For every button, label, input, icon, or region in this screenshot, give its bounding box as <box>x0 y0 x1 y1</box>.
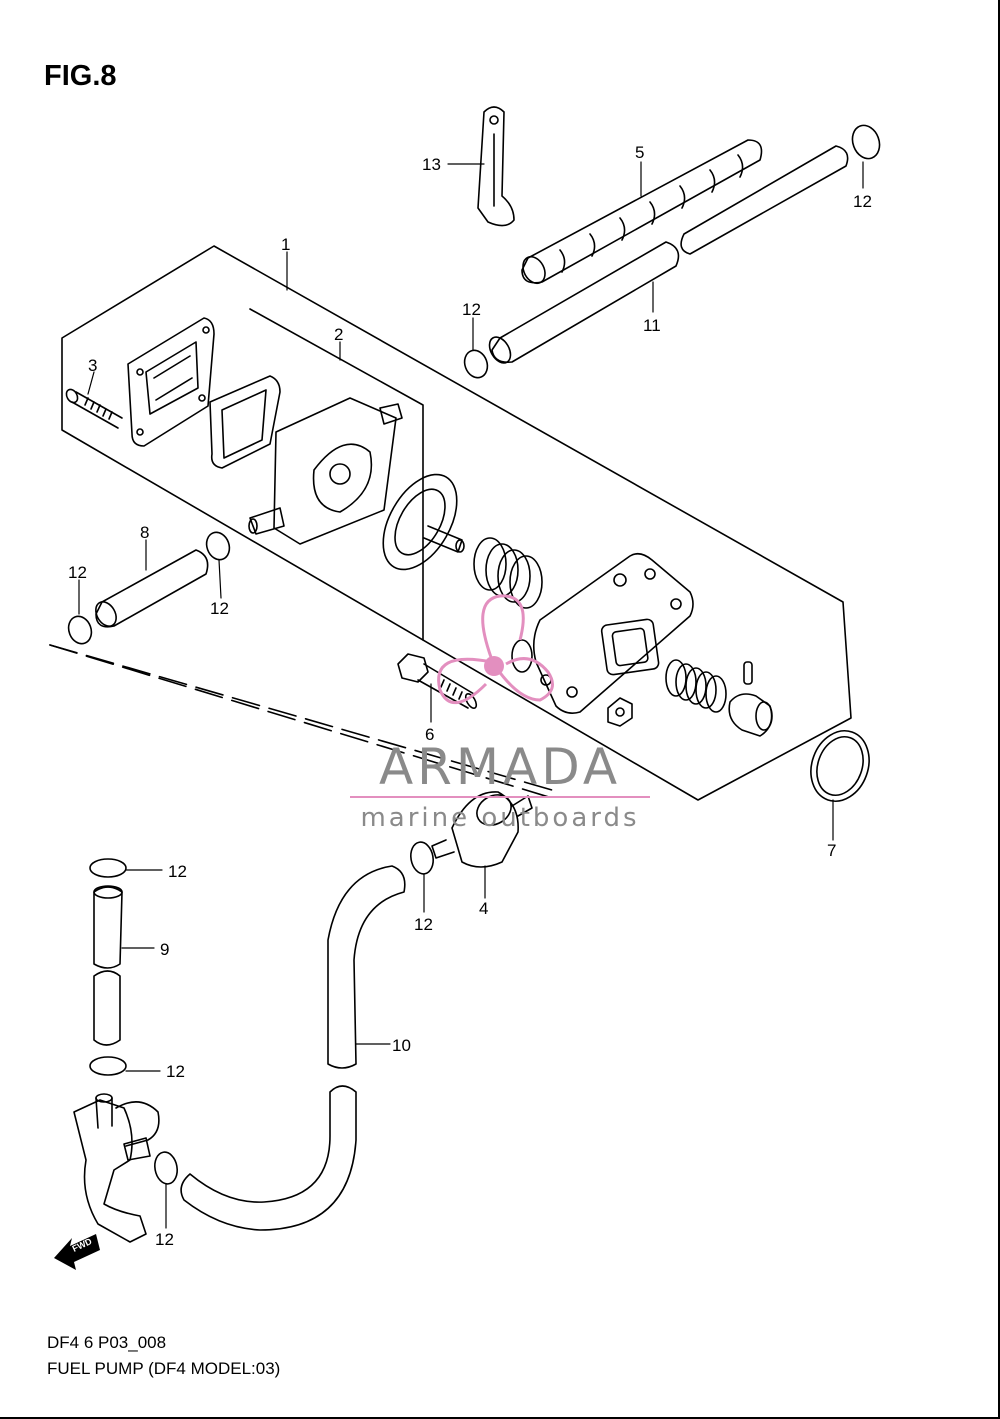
callout-12: 12 <box>168 862 187 881</box>
callout-9: 9 <box>160 940 169 959</box>
callout-13: 13 <box>422 155 441 174</box>
short-hose-part <box>95 549 209 628</box>
watermark-brand: ARMADA <box>379 738 621 796</box>
callout-12: 12 <box>462 300 481 319</box>
figure-title: FIG.8 <box>44 60 117 92</box>
leader-lines <box>78 161 864 1229</box>
nut-part <box>607 697 633 727</box>
assembly-outline <box>61 245 852 801</box>
callout-12: 12 <box>853 192 872 211</box>
diaphragm-part <box>382 473 465 571</box>
watermark: ARMADA marine outboards <box>350 594 650 833</box>
callout-8: 8 <box>140 523 149 542</box>
callout-11: 11 <box>643 316 661 335</box>
callout-10: 10 <box>392 1036 411 1055</box>
spiral-protector-part <box>521 139 763 285</box>
long-hose-part <box>180 865 406 1231</box>
callout-12: 12 <box>414 915 433 934</box>
screw-part <box>65 388 123 429</box>
pump-body-part <box>248 397 403 545</box>
callout-6: 6 <box>425 725 434 744</box>
assembly-axis-line <box>49 644 553 799</box>
diagram-code: DF4 6 P03_008 <box>47 1333 167 1352</box>
callout-12: 12 <box>155 1230 174 1249</box>
vertical-hose-part <box>93 885 123 1046</box>
watermark-tagline: marine outboards <box>360 803 639 833</box>
callout-12: 12 <box>68 563 87 582</box>
callout-12: 12 <box>166 1062 185 1081</box>
callout-5: 5 <box>635 143 644 162</box>
fuel-hose-part <box>488 145 849 364</box>
callout-12: 12 <box>210 599 229 618</box>
pump-cover-part <box>127 317 215 447</box>
callout-4: 4 <box>479 899 488 918</box>
fuel-tap-part <box>73 1093 160 1243</box>
fwd-arrow-icon: FWD <box>54 1234 100 1270</box>
diagram-caption: FUEL PUMP (DF4 MODEL:03) <box>47 1359 281 1378</box>
callout-7: 7 <box>827 841 836 860</box>
callout-2: 2 <box>334 325 343 344</box>
o-ring-part <box>810 730 870 802</box>
pump-housing-part <box>511 552 694 714</box>
callout-1: 1 <box>281 235 290 254</box>
clip-part <box>477 106 515 227</box>
pump-gasket-part <box>209 375 281 469</box>
callout-3: 3 <box>88 356 97 375</box>
check-valve-part <box>665 659 773 737</box>
propeller-logo-icon <box>437 594 554 705</box>
hose-clamp-parts <box>67 124 881 1185</box>
